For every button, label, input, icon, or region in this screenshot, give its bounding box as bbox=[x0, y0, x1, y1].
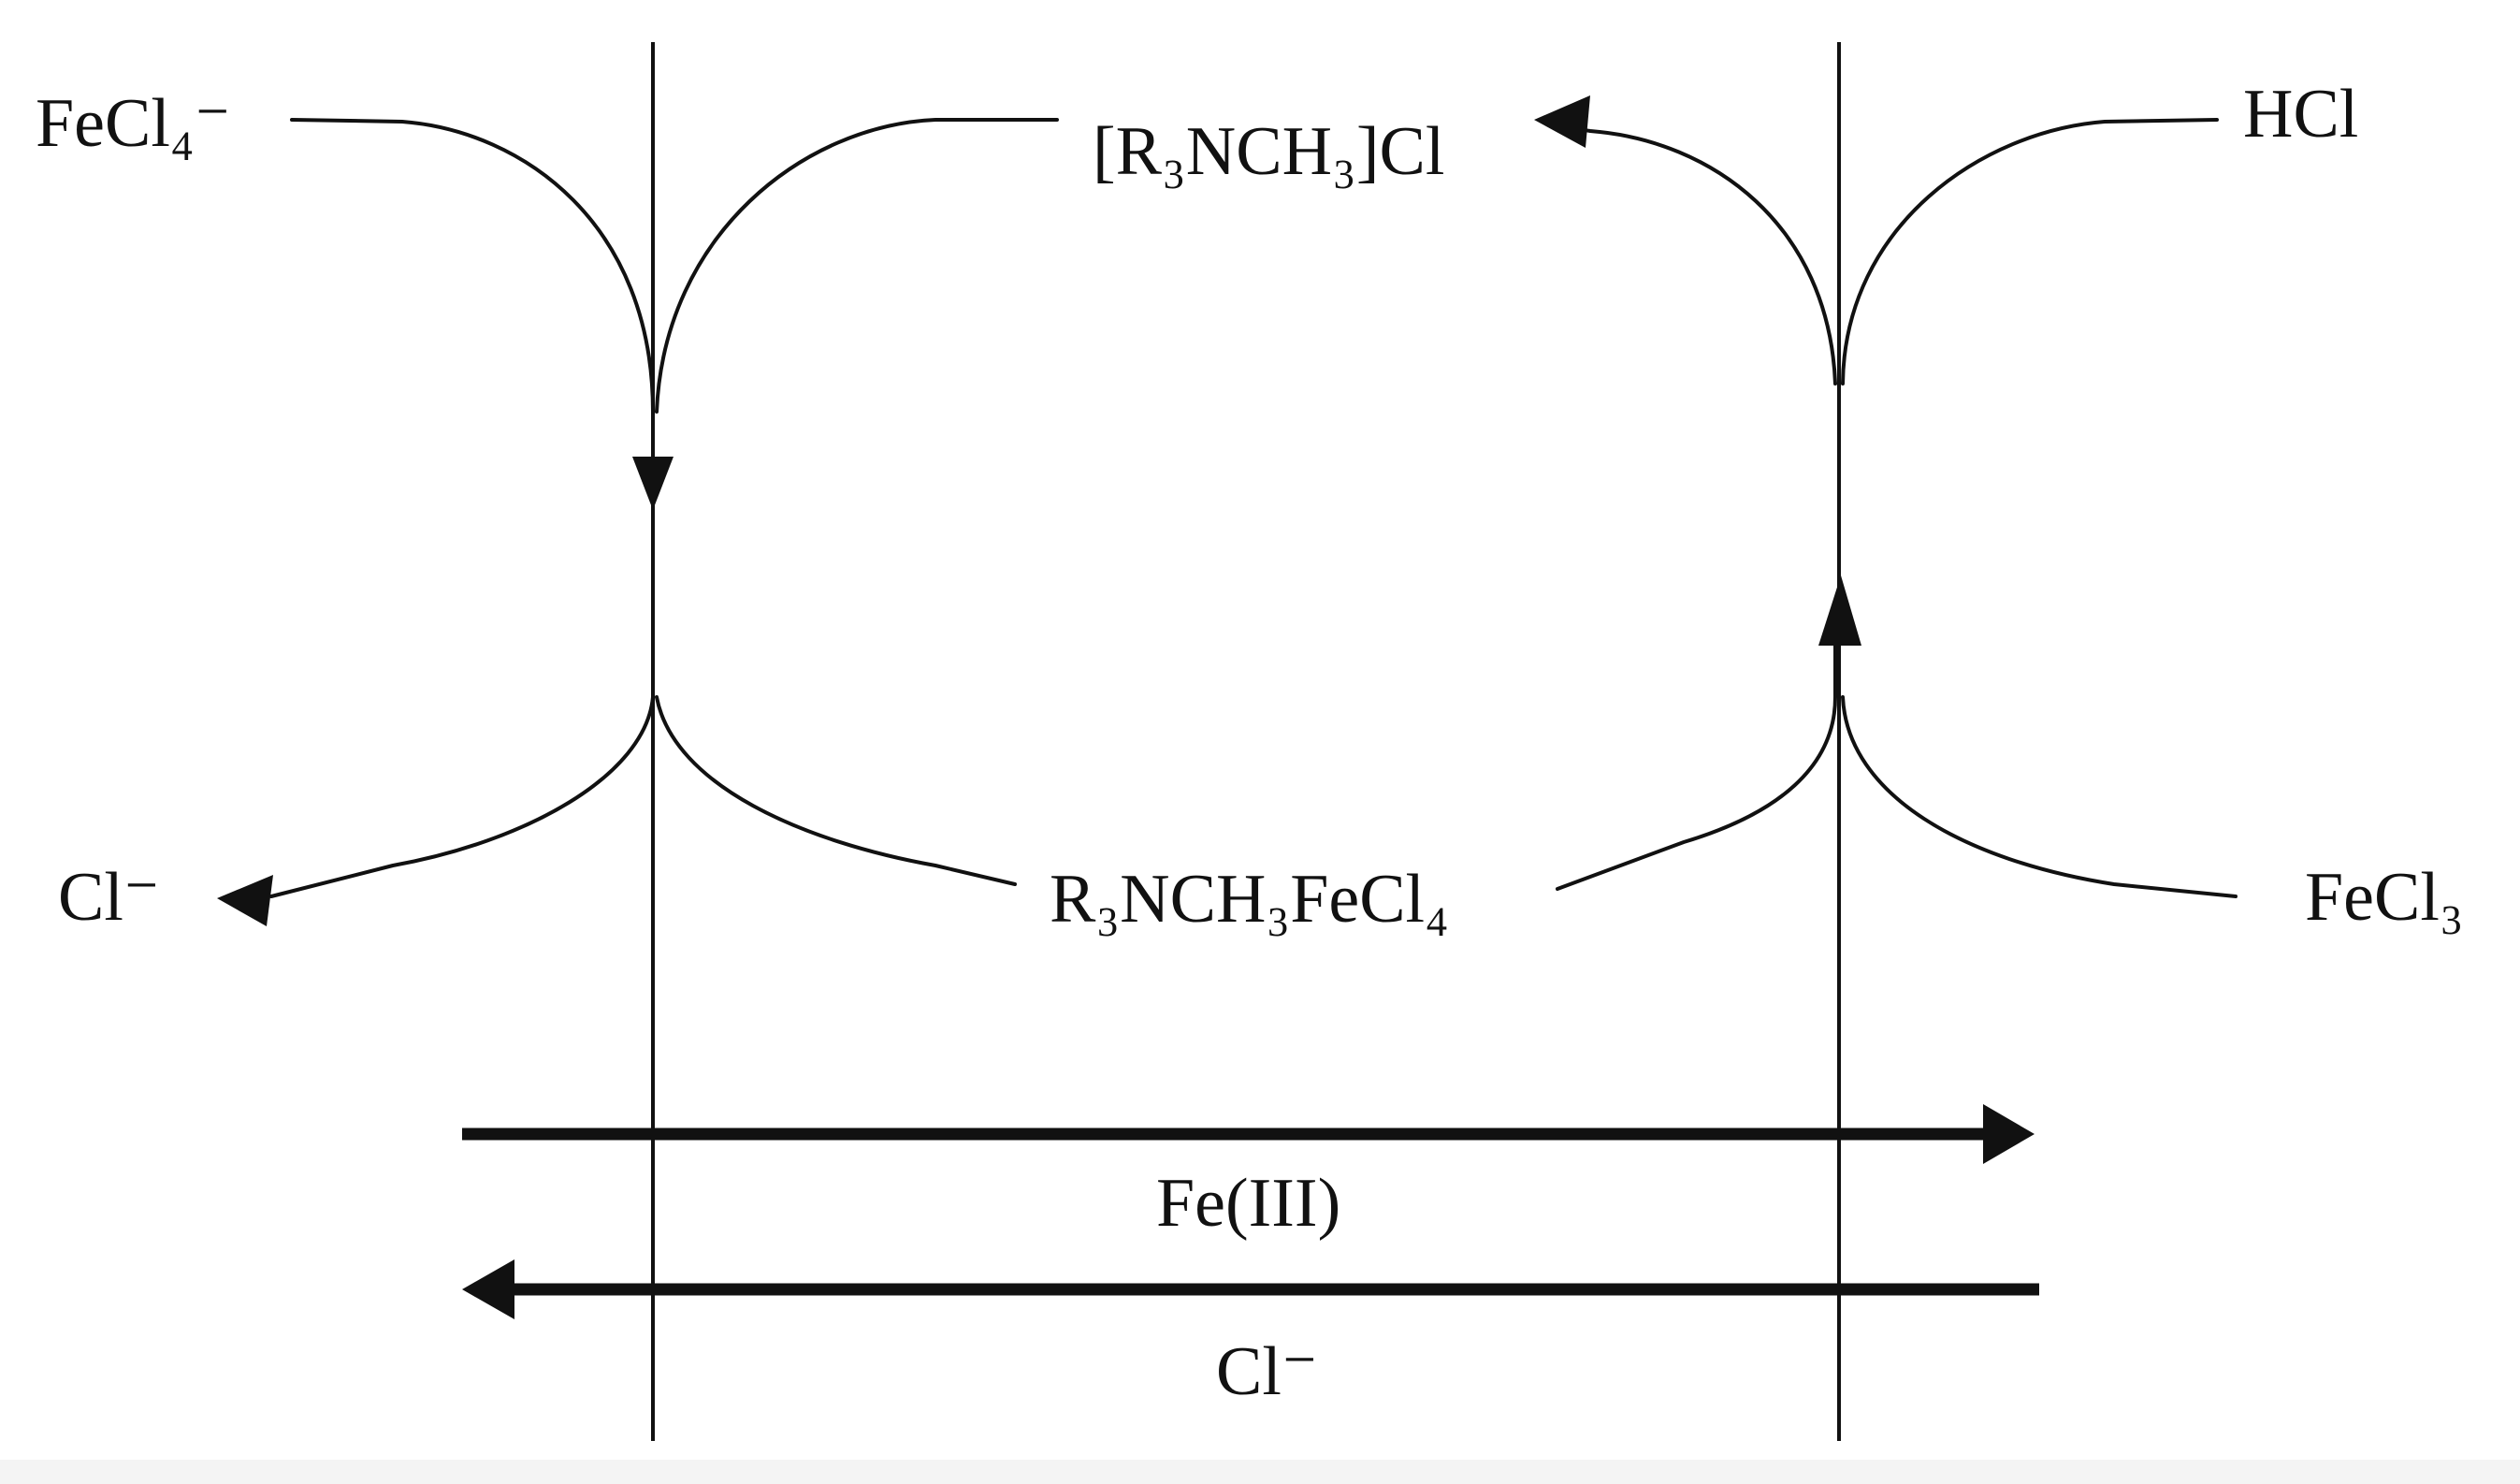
up-arrowhead-right bbox=[1818, 575, 1861, 646]
left-arrowhead-cl bbox=[217, 875, 273, 926]
curve-hcl-to-interface bbox=[1841, 118, 2219, 386]
footer-band bbox=[0, 1460, 2520, 1484]
curve-fecl4-to-interface bbox=[290, 118, 655, 414]
down-arrowhead-left bbox=[632, 457, 673, 510]
fe-iii-arrowhead bbox=[1983, 1104, 2035, 1164]
label-cl-minus-left: Cl⁻ bbox=[58, 859, 160, 936]
label-ammonium-chloride: [R₃NCH₃]Cl bbox=[1093, 113, 1444, 190]
curve-left-junction-to-ionpair bbox=[655, 695, 1017, 886]
curve-left-junction-to-cl bbox=[269, 695, 655, 898]
label-fe-iii: Fe(III) bbox=[1156, 1165, 1340, 1242]
curve-ionpair-to-right-junction bbox=[1556, 644, 1837, 891]
label-hcl: HCl bbox=[2243, 76, 2358, 153]
curve-fecl3-to-right-junction bbox=[1841, 695, 2238, 898]
left-arrowhead-ammonium bbox=[1534, 95, 1590, 148]
label-cl-minus-bottom: Cl⁻ bbox=[1216, 1333, 1318, 1410]
curve-interface-to-ammonium bbox=[1542, 120, 1837, 386]
cl-arrowhead bbox=[462, 1259, 514, 1319]
label-fecl4-minus: FeCl₄⁻ bbox=[36, 85, 231, 162]
label-fecl3: FeCl₃ bbox=[2305, 859, 2464, 936]
label-ion-pair: R₃NCH₃FeCl₄ bbox=[1050, 861, 1449, 938]
curve-ammonium-to-interface bbox=[655, 118, 1059, 414]
